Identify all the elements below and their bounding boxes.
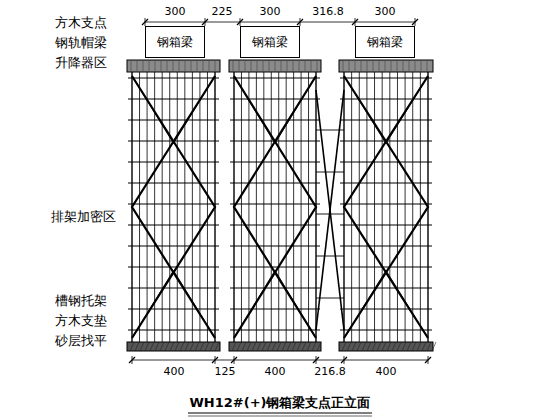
part-label: 方木支点: [54, 16, 108, 30]
drawing-title: WH12#(+)钢箱梁支点正立面: [190, 396, 371, 410]
dimension-text: 400: [375, 366, 398, 378]
scaffold-tower: [230, 72, 320, 342]
part-label: 钢轨帽梁: [54, 36, 108, 50]
dimension-text: 125: [214, 366, 237, 378]
girder-label: 钢箱梁: [367, 34, 403, 51]
part-label: 升降器区: [54, 56, 108, 70]
title-underline: [188, 416, 372, 417]
part-label: 排架加密区: [50, 210, 117, 224]
part-label: 方木支垫: [54, 314, 108, 328]
part-label: 砂层找平: [54, 334, 108, 348]
steel-box-girder: 钢箱梁: [240, 26, 300, 58]
scaffold-tower: [128, 72, 219, 342]
girder-label: 钢箱梁: [157, 34, 193, 51]
bottom-dimension-line: [129, 356, 431, 364]
dimension-text: 316.8: [311, 6, 345, 18]
dimension-text: 400: [264, 366, 287, 378]
scaffold-tower: [340, 72, 432, 342]
dimension-text: 400: [163, 366, 186, 378]
rail-cap-beam: [127, 60, 220, 72]
dimension-text: 216.8: [313, 366, 347, 378]
cross-brace: [316, 90, 344, 330]
girder-label: 钢箱梁: [252, 34, 288, 51]
dimension-text: 300: [374, 6, 397, 18]
dimension-text: 300: [164, 6, 187, 18]
sand-base: [229, 342, 321, 351]
top-dimension-line: [142, 18, 418, 26]
part-label: 槽钢托架: [54, 294, 108, 308]
steel-box-girder: 钢箱梁: [145, 26, 205, 58]
rail-cap-beam: [229, 60, 321, 72]
title-underline: [188, 413, 372, 414]
sand-base: [127, 342, 220, 351]
steel-box-girder: 钢箱梁: [355, 26, 415, 58]
dimension-text: 300: [259, 6, 282, 18]
sand-base: [339, 342, 433, 351]
dimension-text: 225: [211, 6, 234, 18]
rail-cap-beam: [339, 60, 433, 72]
